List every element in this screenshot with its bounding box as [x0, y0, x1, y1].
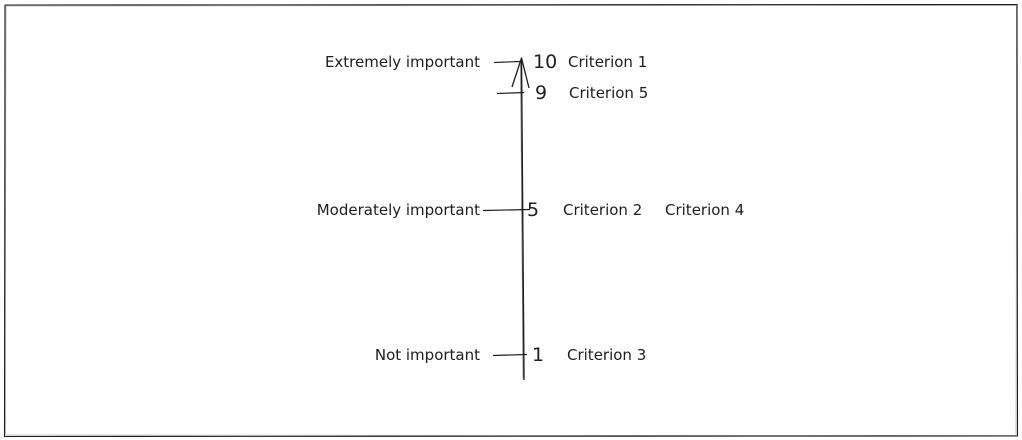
scale-value-1: 1: [532, 344, 545, 366]
scale-value-5: 5: [527, 199, 540, 221]
tick-mark-5: [482, 208, 531, 212]
scale-axis: [520, 59, 525, 381]
criterion-label: Criterion 3: [567, 346, 647, 364]
scale-axis-sketch: [520, 61, 524, 379]
criterion-label: Criterion 2: [563, 201, 643, 219]
tick-marks: [482, 60, 531, 357]
importance-label: Extremely important: [324, 53, 480, 71]
importance-label: Not important: [374, 346, 480, 364]
importance-label: Moderately important: [316, 201, 480, 219]
scale-value-9: 9: [535, 82, 548, 104]
tick-mark-10: [493, 60, 521, 64]
criterion-label: Criterion 5: [569, 84, 649, 102]
frame-border-sketch: [5, 5, 1017, 436]
arrow-head: [511, 57, 530, 89]
criterion-label: Criterion 4: [665, 201, 745, 219]
criterion-label: Criterion 1: [568, 53, 648, 71]
tick-mark-1: [492, 353, 528, 357]
frame-border: [3, 3, 1019, 438]
scale-value-10: 10: [533, 51, 558, 73]
tick-mark-9: [496, 91, 525, 95]
